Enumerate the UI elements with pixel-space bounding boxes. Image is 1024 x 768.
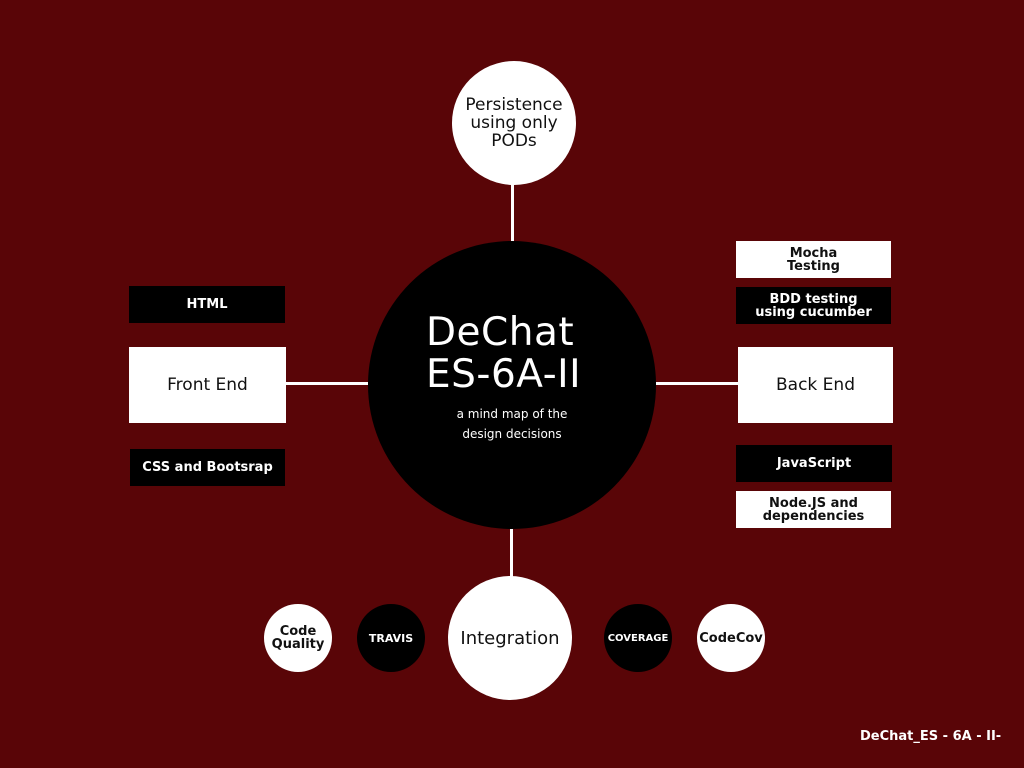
right-main-backend-label: Back End [776,375,855,395]
connector-right [656,382,738,385]
code-quality-line-2: Quality [271,637,325,652]
footer-label: DeChat_ES - 6A - II- [860,729,1002,744]
center-subtitle: a mind map of the design decisions [432,404,592,444]
right-main-backend-box: Back End [738,347,893,423]
integration-label: Integration [460,627,560,649]
top-node-line-2: using only [470,113,558,133]
top-node-persistence: Persistence using only PODs [452,61,576,185]
right-bottom2-line-1: Node.JS and [769,495,858,511]
center-subtitle-line-1: a mind map of the [456,407,568,421]
right-bottom1-javascript-label: JavaScript [776,456,852,471]
bottom-left-outer-code-quality: Code Quality [264,604,332,672]
left-top-html-label: HTML [186,297,228,312]
center-title-line-1: DeChat [426,310,575,355]
right-bottom2-line-2: dependencies [762,508,865,524]
right-top2-line-2: using cucumber [755,304,872,320]
right-top1-mocha-box: Mocha Testing [736,241,891,278]
right-top2-line-1: BDD testing [769,291,858,307]
left-main-frontend-label: Front End [167,375,248,395]
center-node [368,241,656,529]
right-top2-bdd-box: BDD testing using cucumber [736,287,891,324]
codecov-label: CodeCov [699,630,763,646]
top-node-line-1: Persistence [465,95,563,115]
connector-top [511,183,514,243]
top-node-line-3: PODs [491,131,537,151]
center-subtitle-line-2: design decisions [462,427,562,441]
right-top1-line-1: Mocha [789,245,838,261]
right-top1-line-2: Testing [787,258,840,274]
bottom-main-integration: Integration [448,576,572,700]
center-title-line-2: ES-6A-II [426,352,582,397]
left-main-frontend-box: Front End [129,347,286,423]
coverage-label: COVERAGE [607,632,669,644]
center-title: DeChat ES-6A-II [426,312,616,396]
connector-left [286,382,368,385]
bottom-right-inner-coverage: COVERAGE [604,604,672,672]
bottom-left-inner-travis: TRAVIS [357,604,425,672]
right-bottom2-nodejs-box: Node.JS and dependencies [736,491,891,528]
left-bottom-css-box: CSS and Bootsrap [130,449,285,486]
travis-label: TRAVIS [368,631,414,645]
bottom-right-outer-codecov: CodeCov [697,604,765,672]
right-bottom1-javascript-box: JavaScript [736,445,892,482]
left-top-html-box: HTML [129,286,285,323]
code-quality-line-1: Code [279,624,317,639]
connector-bottom [510,526,513,578]
left-bottom-css-label: CSS and Bootsrap [142,460,273,475]
